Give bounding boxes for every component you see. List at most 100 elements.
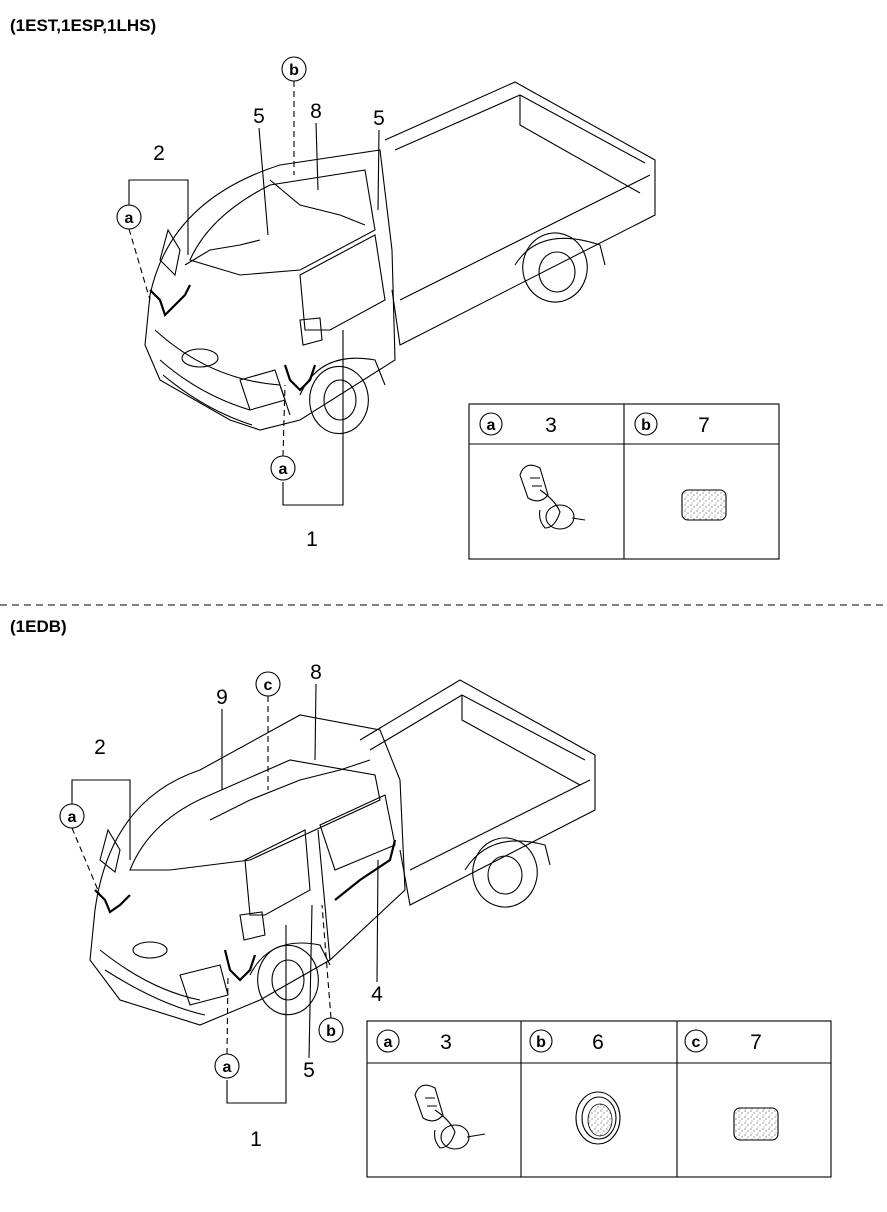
part-number-5-2: 5 <box>303 1059 315 1082</box>
callout-a-top: a <box>116 204 151 301</box>
hood-line <box>154 329 291 416</box>
leader-5-2 <box>308 904 313 1059</box>
door-seam <box>317 829 331 961</box>
cargo-bed-outline <box>384 81 656 346</box>
harness-right <box>283 364 317 392</box>
bumper-lower-2 <box>104 969 206 1016</box>
cargo-bed-rail <box>399 174 651 301</box>
rear-fender-2 <box>464 840 551 871</box>
legend-2-letter-a: a <box>384 1034 393 1051</box>
legend-table-1: a 3 b 7 <box>468 403 780 560</box>
front-fender-2 <box>249 942 331 976</box>
headlamp <box>239 369 286 411</box>
leader-8 <box>315 122 319 191</box>
legend-1-part-a: 3 <box>545 414 557 437</box>
leader-8-2 <box>314 683 317 761</box>
front-badge-2 <box>132 941 168 959</box>
legend-2-part-b: 6 <box>592 1031 604 1054</box>
rear-wheel-2 <box>472 837 538 908</box>
side-window <box>299 234 386 331</box>
leader-1 <box>282 330 344 506</box>
bumper-upper-2 <box>99 949 201 1001</box>
leader-5-right <box>377 129 380 211</box>
section-2: (1EDB) <box>10 617 832 1178</box>
svg-text:b: b <box>326 1023 336 1040</box>
front-hub-1 <box>323 379 357 421</box>
leader-1-2 <box>226 925 287 1104</box>
cab-outline-2 <box>89 714 406 1026</box>
harness-left-2 <box>94 889 131 914</box>
rear-hub-1 <box>538 251 576 293</box>
part-number-4: 4 <box>371 983 383 1006</box>
bumper-upper <box>159 359 251 411</box>
part-number-5-left: 5 <box>253 105 265 128</box>
part-numbers-2: 9 8 2 4 5 1 <box>71 661 383 1151</box>
part-number-9: 9 <box>216 686 228 709</box>
callout-b-top: b <box>281 56 307 175</box>
rear-fender-1 <box>514 237 606 266</box>
leader-2 <box>128 179 189 255</box>
part-number-2: 2 <box>153 142 165 165</box>
cargo-bed-inner <box>394 94 646 194</box>
front-wheel-2 <box>257 944 319 1016</box>
grommet-connector-icon <box>414 1084 486 1150</box>
callout-a-left: a <box>59 803 101 896</box>
round-grommet-icon <box>575 1091 621 1145</box>
harness-dash <box>184 239 261 266</box>
callout-a-bottom-2: a <box>214 974 240 1079</box>
legend-2-part-a: 3 <box>440 1031 452 1054</box>
legend-1-part-b: 7 <box>698 414 710 437</box>
windshield <box>189 169 376 276</box>
roof-windshield-2 <box>129 759 381 871</box>
callout-c-top: c <box>255 671 281 790</box>
callout-a-bottom: a <box>270 384 296 481</box>
rear-door-window <box>319 794 396 871</box>
side-mirror-right-2 <box>239 911 266 941</box>
pad-icon <box>733 1107 779 1141</box>
front-badge <box>181 348 219 368</box>
rear-wheel-1 <box>522 232 588 303</box>
svg-text:a: a <box>125 210 134 227</box>
harness-rear-door <box>334 839 397 901</box>
callout-b-right: b <box>318 904 344 1043</box>
legend-1-letter-b: b <box>641 417 651 434</box>
section-1: (1EST,1ESP,1LHS) <box>10 16 780 560</box>
leader-2-2 <box>71 779 131 860</box>
legend-2-letter-b: b <box>536 1034 546 1051</box>
leader-5-left <box>258 127 269 236</box>
front-door-window <box>244 829 311 916</box>
svg-text:b: b <box>289 62 299 79</box>
cargo-bed-rail-2 <box>409 779 591 871</box>
headlamp-2 <box>179 964 229 1006</box>
front-hub-2 <box>271 959 305 1001</box>
svg-text:a: a <box>279 461 288 478</box>
part-number-1-2: 1 <box>250 1128 262 1151</box>
side-mirror-left <box>159 228 181 277</box>
part-number-8-2: 8 <box>310 661 322 684</box>
truck-1-drawing <box>144 81 656 435</box>
section-1-header: (1EST,1ESP,1LHS) <box>10 16 156 35</box>
grommet-connector-icon <box>519 464 586 530</box>
pad-icon <box>681 489 727 521</box>
svg-text:a: a <box>68 809 77 826</box>
svg-text:a: a <box>223 1059 232 1076</box>
harness-roof-2 <box>209 759 371 821</box>
harness-roof <box>269 179 366 226</box>
side-mirror-left-2 <box>99 828 121 873</box>
harness-right-2 <box>223 949 257 982</box>
part-number-5-right: 5 <box>373 107 385 130</box>
front-wheel-1 <box>309 365 369 435</box>
legend-1-letter-a: a <box>487 417 496 434</box>
rear-hub-2 <box>487 855 523 895</box>
harness-left <box>149 284 191 318</box>
svg-text:c: c <box>264 677 273 694</box>
part-numbers-1: 2 5 8 5 1 <box>128 100 385 551</box>
truck-2-drawing <box>89 679 596 1026</box>
bumper-lower <box>162 374 253 426</box>
side-mirror-right <box>299 317 323 346</box>
cab-outline <box>144 149 396 431</box>
cargo-bed-inner-2 <box>369 694 586 786</box>
part-number-1: 1 <box>306 528 318 551</box>
legend-2-part-c: 7 <box>750 1031 762 1054</box>
